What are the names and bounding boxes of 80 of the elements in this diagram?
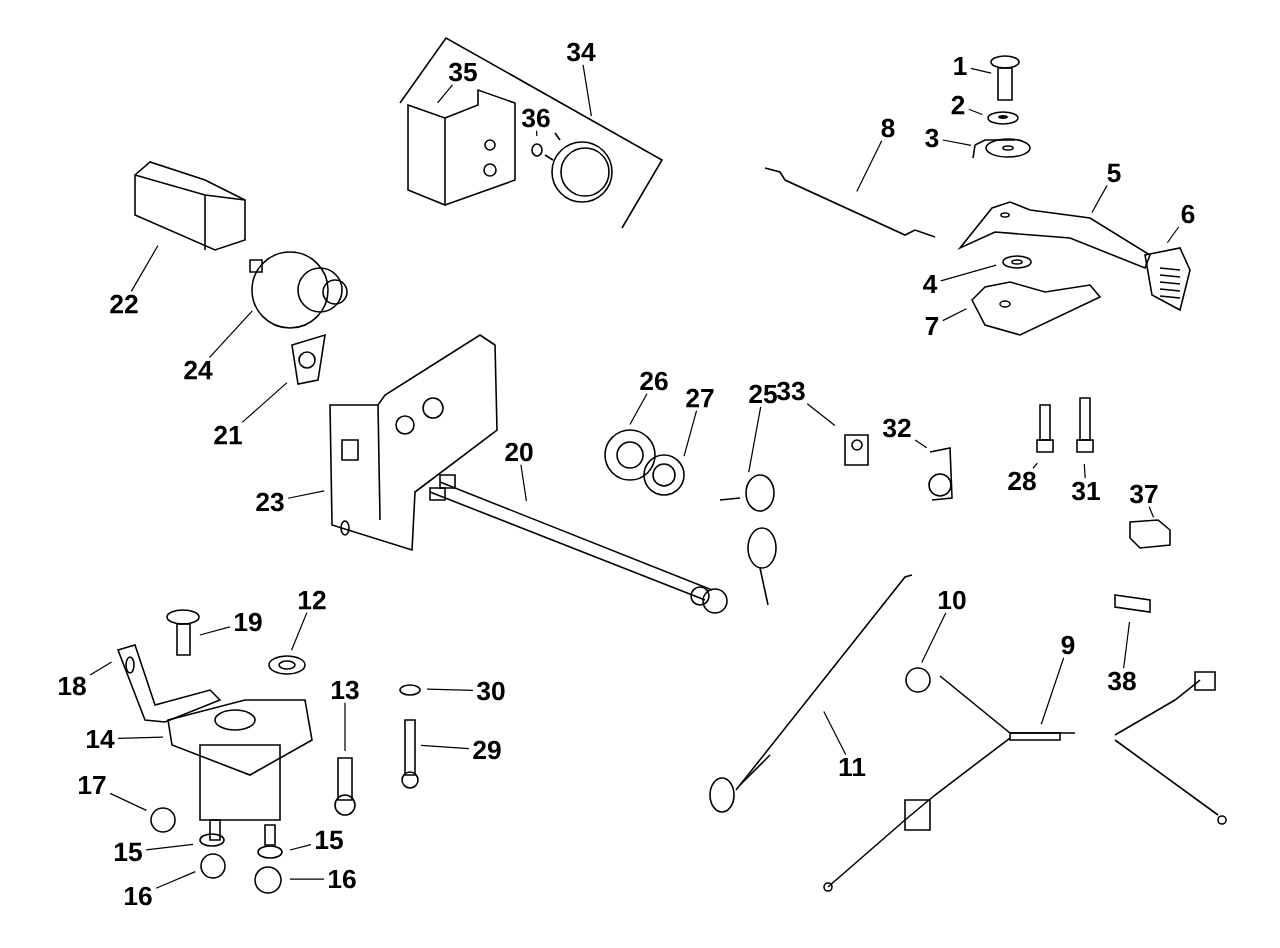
callout-number: 27: [686, 388, 714, 408]
leader-line: [520, 464, 528, 502]
callout-number: 34: [566, 42, 596, 62]
leader-line: [287, 490, 325, 499]
callout-number: 3: [925, 128, 939, 148]
callout-number: 20: [505, 442, 533, 462]
callout-number: 1: [954, 56, 967, 76]
callout-number: 24: [184, 360, 213, 380]
callout-number: 7: [925, 316, 939, 336]
callout-number: 12: [299, 590, 326, 610]
leader-line: [823, 710, 847, 756]
callout-number: 35: [448, 62, 477, 82]
callout-number: 11: [839, 757, 866, 777]
callout-number: 33: [776, 381, 805, 401]
leader-line: [856, 140, 883, 193]
callout-number: 2: [951, 95, 965, 115]
leader-line: [1040, 657, 1065, 725]
leader-line: [1148, 506, 1155, 518]
leader-line: [145, 843, 194, 851]
leader-line: [940, 264, 997, 282]
leader-line: [970, 67, 992, 74]
callout-number: 8: [881, 118, 895, 138]
leader-line: [290, 612, 308, 651]
leader-line: [748, 406, 762, 473]
callout-number: 15: [115, 842, 142, 862]
callout-number: 13: [332, 680, 359, 700]
leader-line: [1123, 621, 1131, 669]
callout-number: 16: [125, 886, 152, 906]
leader-line: [155, 870, 196, 889]
callout-number: 18: [59, 676, 86, 696]
callout-number: 37: [1129, 484, 1158, 504]
leader-line: [806, 403, 836, 427]
callout-number: 25: [749, 384, 777, 404]
callout-number: 4: [923, 274, 938, 294]
callout-number: 6: [1181, 204, 1195, 224]
leader-line: [117, 736, 164, 740]
callout-number: 32: [882, 418, 911, 438]
leader-line: [109, 792, 147, 811]
callout-number: 5: [1107, 163, 1121, 183]
leader-line: [1032, 462, 1039, 469]
callout-number: 36: [521, 108, 550, 128]
leader-line: [130, 244, 159, 292]
leader-line: [289, 844, 312, 851]
callout-number: 28: [1008, 471, 1036, 491]
leader-line: [1083, 463, 1086, 479]
leader-line: [199, 626, 231, 636]
leader-line: [535, 130, 538, 137]
callout-number: 38: [1107, 671, 1136, 691]
leader-line: [344, 702, 346, 752]
leader-line: [241, 382, 288, 423]
callout-number: 30: [476, 681, 505, 701]
callout-number: 19: [235, 612, 262, 632]
leader-line: [1091, 185, 1108, 214]
callout-number: 17: [79, 775, 106, 795]
callout-number: 9: [1061, 635, 1075, 655]
callout-number: 15: [316, 830, 343, 850]
leader-line: [629, 393, 648, 426]
leader-line: [921, 612, 947, 664]
callout-number: 16: [329, 869, 356, 889]
callout-number: 29: [473, 740, 501, 760]
leader-line: [426, 688, 474, 692]
leader-line: [968, 108, 983, 116]
leader-line: [89, 661, 113, 676]
leader-line: [582, 64, 592, 117]
callout-number: 10: [939, 590, 966, 610]
leader-line: [209, 310, 253, 358]
leader-line: [942, 308, 968, 322]
leader-line: [289, 878, 325, 880]
callout-number: 14: [87, 729, 115, 749]
callout-number: 22: [110, 294, 138, 314]
leader-line: [436, 84, 454, 104]
leader-line: [914, 439, 928, 449]
leader-line: [942, 139, 972, 146]
callout-number: 23: [256, 492, 284, 512]
leader-line: [420, 744, 470, 750]
callout-number: 21: [214, 425, 242, 445]
callout-number: 26: [640, 371, 668, 391]
callout-number: 31: [1071, 481, 1100, 501]
leader-line: [1166, 226, 1180, 244]
leader-line: [683, 410, 698, 457]
